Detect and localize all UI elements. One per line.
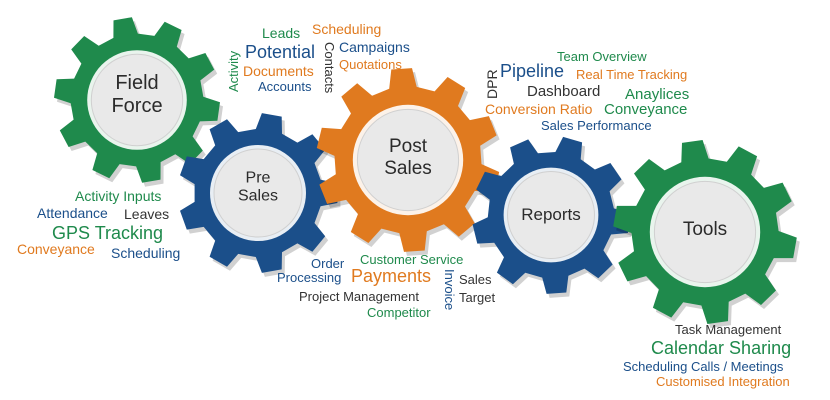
keyword: Order xyxy=(311,256,345,271)
keyword: Potential xyxy=(245,42,316,62)
gear-reports xyxy=(472,136,633,298)
keyword: Scheduling xyxy=(111,245,181,261)
keyword: Task Management xyxy=(675,322,782,337)
keyword: Competitor xyxy=(367,305,431,320)
keyword: Sales xyxy=(459,272,492,287)
keyword: Dashboard xyxy=(527,83,601,100)
keyword: Project Management xyxy=(299,289,419,304)
keyword: Contacts xyxy=(322,42,337,94)
keyword: Quotations xyxy=(339,57,402,72)
keyword: Activity xyxy=(226,50,241,92)
gear-pre-sales xyxy=(180,113,341,277)
keyword: Payments xyxy=(351,266,432,286)
keyword: Invoice xyxy=(442,269,457,311)
gear-label-line: Field xyxy=(115,72,159,94)
gear-post-sales xyxy=(316,68,503,256)
gear-label-post-sales: Post Sales xyxy=(384,136,432,180)
keyword: Target xyxy=(459,290,496,305)
keyword: Leads xyxy=(262,25,301,41)
keyword: Calendar Sharing xyxy=(651,338,792,358)
gear-tools xyxy=(613,140,800,328)
gear-hub xyxy=(653,180,757,284)
keyword: Campaigns xyxy=(339,39,410,55)
keyword: Team Overview xyxy=(557,49,647,64)
gear-label-line: Sales xyxy=(384,158,432,179)
gear-label-pre-sales: Pre Sales xyxy=(238,170,278,207)
keyword: Conveyance xyxy=(604,101,688,118)
keyword: DPR xyxy=(484,69,500,99)
keyword: Conversion Ratio xyxy=(485,101,593,117)
keyword: Leaves xyxy=(124,206,170,222)
gear-field-force xyxy=(54,17,223,187)
gear-label-line: Force xyxy=(111,95,163,117)
keyword: Scheduling Calls / Meetings xyxy=(623,359,784,374)
keyword: Real Time Tracking xyxy=(576,67,688,82)
keyword: Attendance xyxy=(37,205,108,221)
gear-hub xyxy=(213,148,303,238)
keyword: Scheduling xyxy=(312,21,382,37)
keyword: Processing xyxy=(277,270,342,285)
keyword: Accounts xyxy=(258,79,312,94)
gear-hub xyxy=(507,171,595,259)
gear-label-field-force: Field Force xyxy=(111,72,162,118)
keyword: Documents xyxy=(243,63,314,79)
keyword: Customised Integration xyxy=(656,374,790,389)
keyword: Conveyance xyxy=(17,241,95,257)
gear-label-line: Sales xyxy=(237,188,279,205)
gear-label-tools: Tools xyxy=(683,219,727,241)
gear-label-line: Pre xyxy=(245,169,271,187)
keyword: Sales Performance xyxy=(541,118,652,133)
gear-hub xyxy=(356,108,460,212)
gear-label-line: Post xyxy=(388,136,428,158)
gear-label-line: Reports xyxy=(521,205,581,225)
gear-hub xyxy=(90,53,184,147)
keyword: Customer Service xyxy=(360,252,464,267)
keyword: Pipeline xyxy=(500,61,565,81)
gear-label-reports: Reports xyxy=(521,205,581,225)
keyword: GPS Tracking xyxy=(52,223,164,243)
keyword: Anaylices xyxy=(625,86,690,103)
gear-label-line: Tools xyxy=(682,219,728,241)
keyword: Activity Inputs xyxy=(75,188,162,204)
